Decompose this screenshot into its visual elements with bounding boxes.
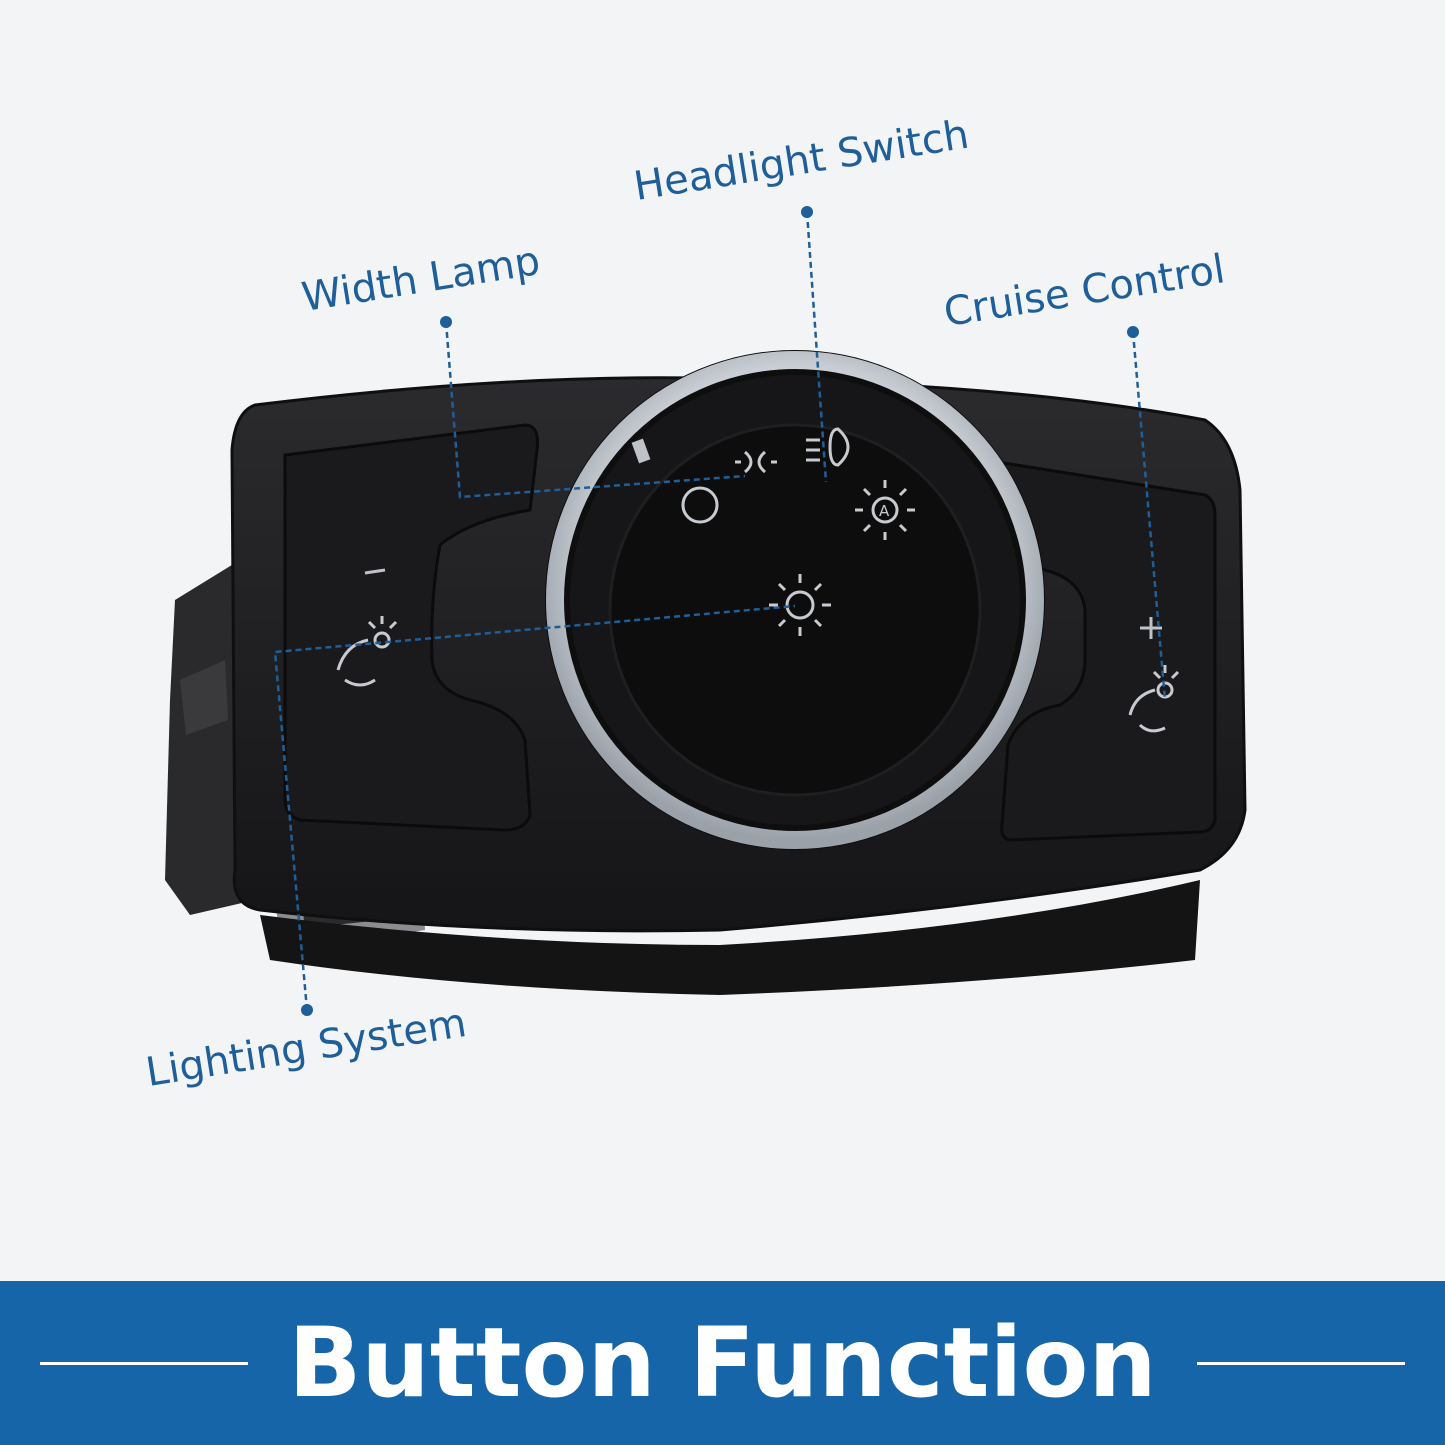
- headlight-knob[interactable]: A: [545, 350, 1045, 850]
- off-position-icon: [681, 486, 719, 524]
- svg-text:A: A: [879, 502, 890, 520]
- indicator-notch: [631, 438, 651, 464]
- title-banner: Button Function: [0, 1281, 1445, 1445]
- lighting-system-icon: [769, 574, 831, 636]
- banner-rule-left: [40, 1362, 248, 1365]
- low-beam-icon: [806, 427, 850, 467]
- cruise-dimmer-icon: [1128, 665, 1180, 733]
- auto-headlight-icon: A: [855, 480, 915, 540]
- parking-lamp-icon: [735, 450, 777, 474]
- minus-mark: [364, 568, 386, 575]
- callout-dots: [301, 206, 1139, 1016]
- banner-title: Button Function: [288, 1307, 1157, 1419]
- banner-rule-right: [1197, 1362, 1405, 1365]
- width-lamp-leader: [444, 321, 746, 499]
- cruise-leader: [1131, 331, 1167, 701]
- left-dimmer-panel[interactable]: [283, 423, 539, 832]
- dash-dimmer-icon: [336, 616, 398, 687]
- callout-lines: [273, 211, 1167, 1011]
- headlight-leader: [805, 211, 828, 483]
